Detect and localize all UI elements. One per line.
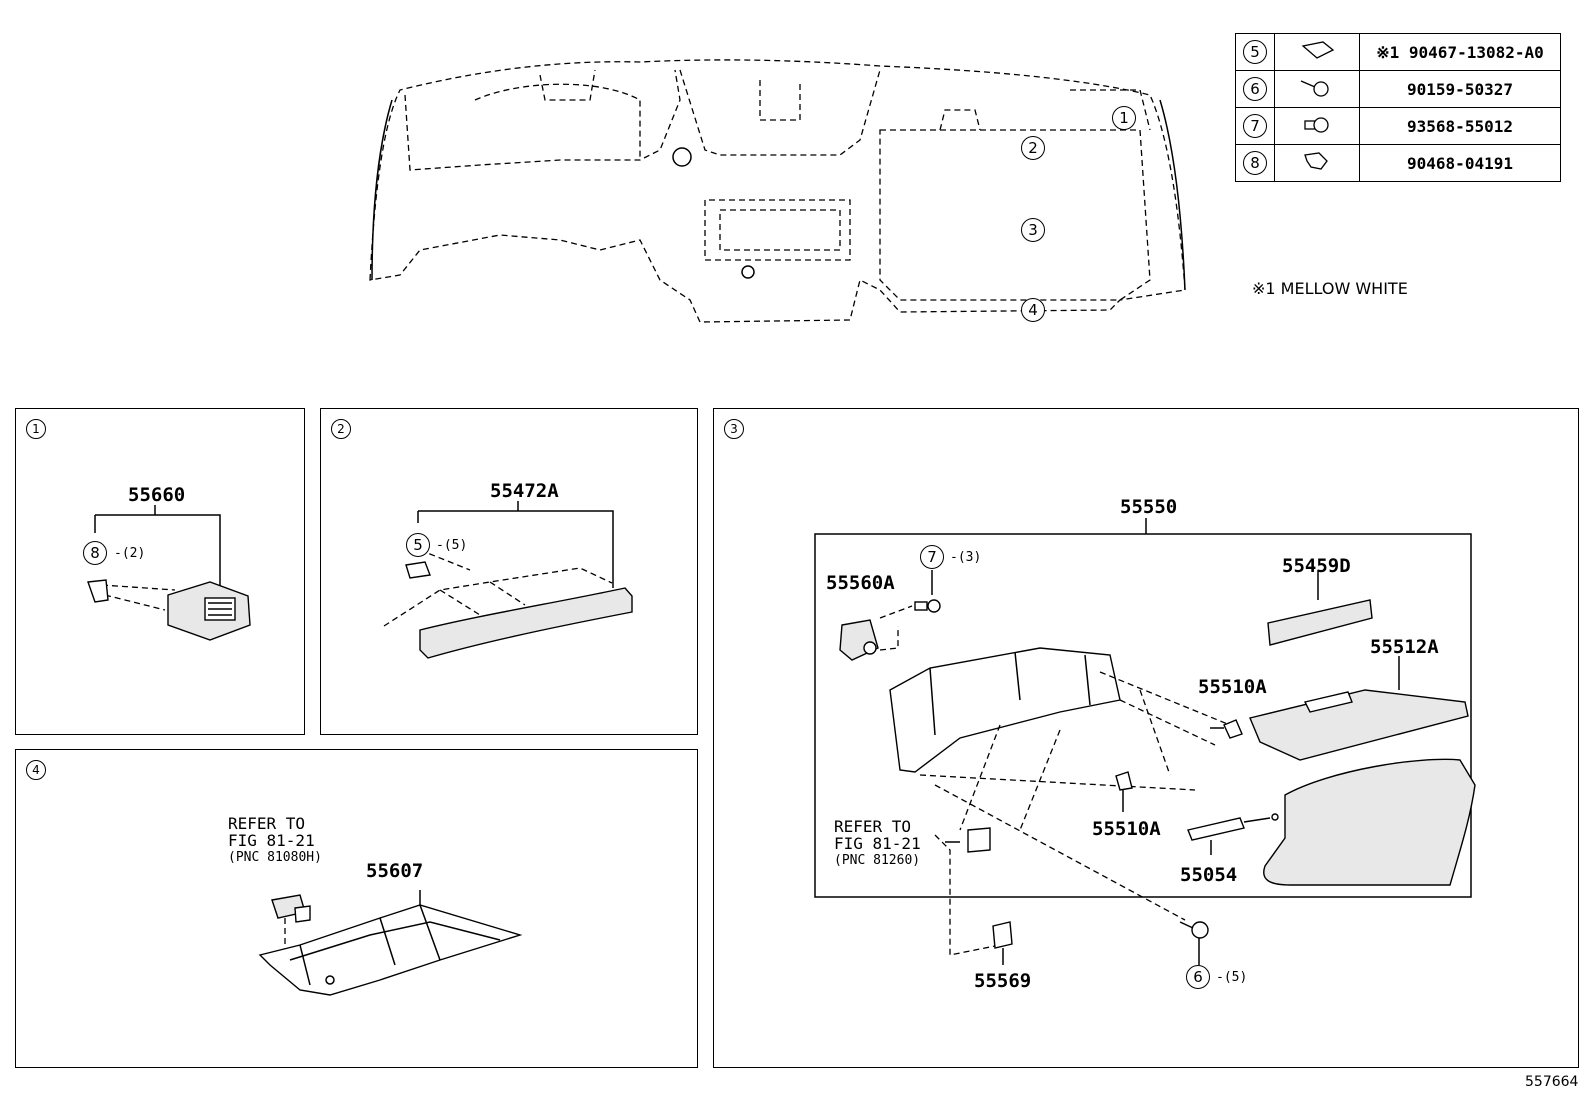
dashboard-overview [369, 59, 1186, 323]
overview-callout-3: 3 [1021, 218, 1045, 242]
panel-3-ref: 3 [724, 419, 744, 439]
refer-note-pnc-81080h: REFER TO FIG 81-21 (PNC 81080H) [228, 814, 322, 865]
panel-1-art [87, 505, 251, 641]
part-label-55569: 55569 [974, 970, 1032, 992]
part-label-55607: 55607 [366, 860, 424, 882]
overview-callout-1: 1 [1112, 106, 1136, 130]
part-label-55660: 55660 [128, 484, 186, 506]
ref-circle: 5 [1243, 40, 1267, 64]
parts-table: 5 ※1 90467-13082-A0 6 90159-50327 7 9356… [1235, 33, 1561, 182]
part-number: 90159-50327 [1359, 70, 1561, 108]
screw-icon [1300, 80, 1329, 97]
table-row: 8 90468-04191 [1235, 144, 1561, 182]
part-number: 90468-04191 [1359, 144, 1561, 182]
overview-callout-2: 2 [1021, 136, 1045, 160]
ref-circle: 8 [1243, 151, 1267, 175]
part-label-55512a: 55512A [1370, 636, 1439, 658]
bolt-7-qty: -(3) [950, 550, 982, 565]
panel-3-art [814, 518, 1476, 965]
ref-circle: 6 [1243, 77, 1267, 101]
table-row: 7 93568-55012 [1235, 107, 1561, 145]
part-label-55472a: 55472A [490, 480, 559, 502]
fastener-8-ref: 8 [83, 541, 107, 565]
panel-1 [15, 408, 305, 735]
clip-icon [1301, 41, 1335, 59]
panel-4-ref: 4 [26, 760, 46, 780]
panel-2 [320, 408, 698, 735]
part-label-55054: 55054 [1180, 864, 1238, 886]
table-row: 5 ※1 90467-13082-A0 [1235, 33, 1561, 71]
overview-callout-4: 4 [1021, 298, 1045, 322]
panel-4 [15, 749, 698, 1068]
screw-6-ref: 6 [1186, 965, 1210, 989]
fastener-5-qty: -(5) [436, 538, 468, 553]
table-row: 6 90159-50327 [1235, 70, 1561, 108]
ref-circle: 7 [1243, 114, 1267, 138]
panel-3 [713, 408, 1579, 1068]
retainer-icon [1304, 152, 1328, 170]
bolt-7-ref: 7 [920, 545, 944, 569]
part-label-55510a-lower: 55510A [1092, 818, 1161, 840]
part-label-55560a: 55560A [826, 572, 895, 594]
diagram-id: 557664 [1525, 1074, 1579, 1090]
screw-6-qty: -(5) [1216, 970, 1248, 985]
fastener-5-ref: 5 [406, 533, 430, 557]
panel-2-art [383, 501, 633, 659]
part-label-55550: 55550 [1120, 496, 1178, 518]
refer-note-pnc-81260: REFER TO FIG 81-21 (PNC 81260) [834, 817, 921, 868]
part-label-55459d: 55459D [1282, 555, 1351, 577]
bolt-icon [1304, 117, 1329, 133]
panel-1-ref: 1 [26, 419, 46, 439]
panel-2-ref: 2 [331, 419, 351, 439]
fastener-8-qty: -(2) [114, 546, 146, 561]
part-label-55510a-upper: 55510A [1198, 676, 1267, 698]
part-number: 93568-55012 [1359, 107, 1561, 145]
color-note: ※1 MELLOW WHITE [1252, 279, 1408, 298]
panel-4-art [258, 890, 523, 996]
part-number: ※1 90467-13082-A0 [1359, 33, 1561, 71]
